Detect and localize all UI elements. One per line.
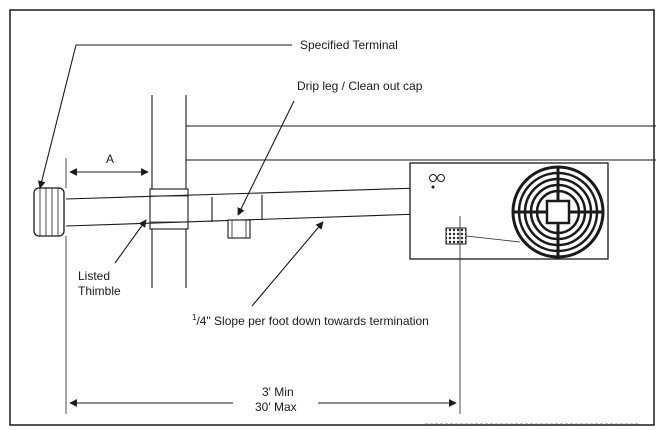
listed-label: Listed bbox=[78, 269, 110, 283]
dimension-length: 3' Min 30' Max bbox=[65, 216, 461, 414]
specified-terminal-cap bbox=[33, 187, 65, 237]
callout-specified-terminal: Specified Terminal bbox=[37, 38, 398, 189]
wall-structure bbox=[151, 95, 656, 288]
callout-thimble: Listed Thimble bbox=[78, 219, 147, 298]
diagram-border bbox=[9, 9, 655, 426]
drip-leg-cap bbox=[227, 219, 251, 239]
dimension-a-label: A bbox=[106, 152, 114, 166]
specified-terminal-label: Specified Terminal bbox=[300, 38, 398, 52]
callout-drip-leg: Drip leg / Clean out cap bbox=[237, 79, 423, 216]
drip-leg-label: Drip leg / Clean out cap bbox=[297, 79, 423, 93]
fan-grille bbox=[511, 165, 605, 259]
callout-slope: 1/4" Slope per foot down towards termina… bbox=[192, 221, 429, 328]
slope-label: 1/4" Slope per foot down towards termina… bbox=[192, 313, 429, 328]
slope-superscript: 1 bbox=[192, 313, 197, 322]
slope-text: /4" Slope per foot down towards terminat… bbox=[196, 314, 428, 328]
max-length-label: 30' Max bbox=[255, 400, 297, 414]
thimble-label: Thimble bbox=[78, 284, 121, 298]
min-length-label: 3' Min bbox=[262, 385, 294, 399]
dimension-a: A bbox=[65, 152, 149, 188]
